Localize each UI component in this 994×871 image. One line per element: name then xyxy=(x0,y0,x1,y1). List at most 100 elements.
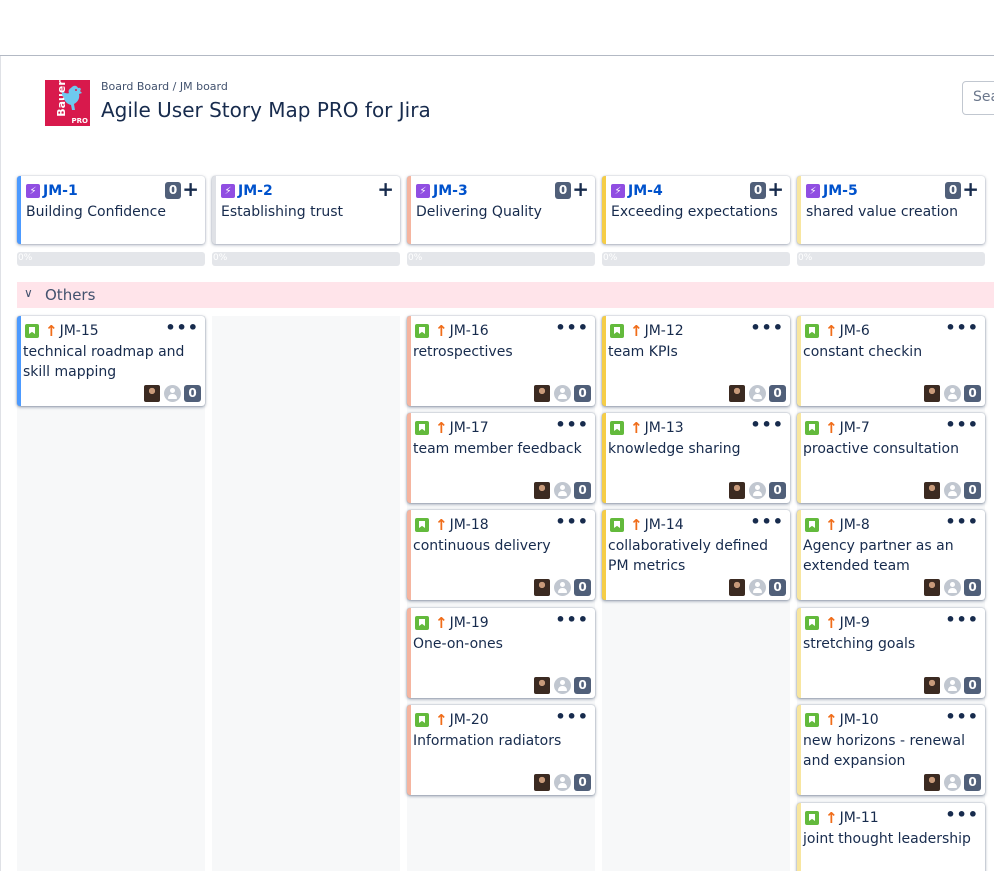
chevron-down-icon[interactable]: ∨ xyxy=(24,286,33,300)
more-options-button[interactable]: ••• xyxy=(165,318,199,337)
story-bookmark-icon xyxy=(415,324,429,338)
user-avatar[interactable] xyxy=(534,385,550,402)
story-key[interactable]: JM-13 xyxy=(644,420,684,436)
epic-card-jm-5[interactable]: ⚡JM-5 shared value creation 0 + xyxy=(797,176,985,244)
story-card-jm-8[interactable]: ↑JM-8 ••• Agency partner as an extended … xyxy=(797,510,985,600)
unassigned-user-icon[interactable] xyxy=(944,677,961,694)
user-avatar[interactable] xyxy=(924,385,940,402)
story-card-jm-12[interactable]: ↑JM-12 ••• team KPIs 0 xyxy=(602,316,790,406)
more-options-button[interactable]: ••• xyxy=(945,415,979,434)
more-options-button[interactable]: ••• xyxy=(555,707,589,726)
story-key[interactable]: JM-14 xyxy=(644,517,684,533)
story-key[interactable]: JM-18 xyxy=(449,517,489,533)
unassigned-user-icon[interactable] xyxy=(554,385,571,402)
story-summary: team member feedback xyxy=(413,441,582,457)
story-card-jm-6[interactable]: ↑JM-6 ••• constant checkin 0 xyxy=(797,316,985,406)
user-avatar[interactable] xyxy=(534,677,550,694)
more-options-button[interactable]: ••• xyxy=(555,610,589,629)
story-bookmark-icon xyxy=(805,811,819,825)
unassigned-user-icon[interactable] xyxy=(554,482,571,499)
add-story-button[interactable]: + xyxy=(962,177,979,201)
story-card-jm-18[interactable]: ↑JM-18 ••• continuous delivery 0 xyxy=(407,510,595,600)
story-key[interactable]: JM-11 xyxy=(839,810,879,826)
more-options-button[interactable]: ••• xyxy=(555,318,589,337)
story-key[interactable]: JM-7 xyxy=(839,420,870,436)
unassigned-user-icon[interactable] xyxy=(749,385,766,402)
unassigned-user-icon[interactable] xyxy=(164,385,181,402)
user-avatar[interactable] xyxy=(534,579,550,596)
unassigned-user-icon[interactable] xyxy=(554,579,571,596)
add-story-button[interactable]: + xyxy=(377,177,394,201)
user-avatar[interactable] xyxy=(729,385,745,402)
story-key[interactable]: JM-12 xyxy=(644,323,684,339)
user-avatar[interactable] xyxy=(924,774,940,791)
add-story-button[interactable]: + xyxy=(767,177,784,201)
breadcrumb[interactable]: Board Board / JM board xyxy=(101,80,228,93)
epic-key[interactable]: JM-5 xyxy=(823,183,858,199)
epic-card-jm-4[interactable]: ⚡JM-4 Exceeding expectations 0 + xyxy=(602,176,790,244)
epic-card-jm-3[interactable]: ⚡JM-3 Delivering Quality 0 + xyxy=(407,176,595,244)
story-card-jm-13[interactable]: ↑JM-13 ••• knowledge sharing 0 xyxy=(602,413,790,503)
more-options-button[interactable]: ••• xyxy=(750,415,784,434)
more-options-button[interactable]: ••• xyxy=(945,512,979,531)
epic-key[interactable]: JM-1 xyxy=(43,183,78,199)
more-options-button[interactable]: ••• xyxy=(750,318,784,337)
story-key[interactable]: JM-10 xyxy=(839,712,879,728)
more-options-button[interactable]: ••• xyxy=(555,415,589,434)
story-key[interactable]: JM-9 xyxy=(839,615,870,631)
swimlane-header-others[interactable]: ∨ Others xyxy=(17,282,994,308)
user-avatar[interactable] xyxy=(729,579,745,596)
more-options-button[interactable]: ••• xyxy=(750,512,784,531)
user-avatar[interactable] xyxy=(534,774,550,791)
story-key[interactable]: JM-17 xyxy=(449,420,489,436)
story-card-jm-20[interactable]: ↑JM-20 ••• Information radiators 0 xyxy=(407,705,595,795)
user-avatar[interactable] xyxy=(924,482,940,499)
more-options-button[interactable]: ••• xyxy=(555,512,589,531)
story-count-badge: 0 xyxy=(184,385,201,402)
story-key[interactable]: JM-6 xyxy=(839,323,870,339)
story-card-jm-15[interactable]: ↑JM-15 ••• technical roadmap and skill m… xyxy=(17,316,205,406)
story-key[interactable]: JM-15 xyxy=(59,323,99,339)
unassigned-user-icon[interactable] xyxy=(554,677,571,694)
epic-progress-bar: 0% xyxy=(602,252,790,266)
unassigned-user-icon[interactable] xyxy=(944,774,961,791)
user-avatar[interactable] xyxy=(144,385,160,402)
epic-summary: shared value creation xyxy=(806,204,958,220)
more-options-button[interactable]: ••• xyxy=(945,610,979,629)
unassigned-user-icon[interactable] xyxy=(749,579,766,596)
story-key[interactable]: JM-19 xyxy=(449,615,489,631)
epic-key[interactable]: JM-2 xyxy=(238,183,273,199)
unassigned-user-icon[interactable] xyxy=(944,385,961,402)
story-card-jm-9[interactable]: ↑JM-9 ••• stretching goals 0 xyxy=(797,608,985,698)
story-card-jm-16[interactable]: ↑JM-16 ••• retrospectives 0 xyxy=(407,316,595,406)
story-key[interactable]: JM-8 xyxy=(839,517,870,533)
more-options-button[interactable]: ••• xyxy=(945,707,979,726)
story-card-jm-14[interactable]: ↑JM-14 ••• collaboratively defined PM me… xyxy=(602,510,790,600)
epic-key[interactable]: JM-3 xyxy=(433,183,468,199)
story-card-jm-19[interactable]: ↑JM-19 ••• One-on-ones 0 xyxy=(407,608,595,698)
lane-background xyxy=(212,316,400,871)
add-story-button[interactable]: + xyxy=(572,177,589,201)
unassigned-user-icon[interactable] xyxy=(554,774,571,791)
story-card-jm-17[interactable]: ↑JM-17 ••• team member feedback 0 xyxy=(407,413,595,503)
story-key[interactable]: JM-20 xyxy=(449,712,489,728)
unassigned-user-icon[interactable] xyxy=(749,482,766,499)
story-card-jm-11[interactable]: ↑JM-11 ••• joint thought leadership 0 xyxy=(797,803,985,871)
add-story-button[interactable]: + xyxy=(182,177,199,201)
unassigned-user-icon[interactable] xyxy=(944,579,961,596)
user-avatar[interactable] xyxy=(729,482,745,499)
more-options-button[interactable]: ••• xyxy=(945,318,979,337)
story-card-jm-7[interactable]: ↑JM-7 ••• proactive consultation 0 xyxy=(797,413,985,503)
search-input[interactable]: Search xyxy=(962,81,994,115)
user-avatar[interactable] xyxy=(534,482,550,499)
unassigned-user-icon[interactable] xyxy=(944,482,961,499)
story-card-jm-10[interactable]: ↑JM-10 ••• new horizons - renewal and ex… xyxy=(797,705,985,795)
story-key[interactable]: JM-16 xyxy=(449,323,489,339)
epic-card-jm-2[interactable]: ⚡JM-2 Establishing trust + xyxy=(212,176,400,244)
user-avatar[interactable] xyxy=(924,579,940,596)
epic-card-jm-1[interactable]: ⚡JM-1 Building Confidence 0 + xyxy=(17,176,205,244)
epic-lightning-icon: ⚡ xyxy=(611,184,625,198)
user-avatar[interactable] xyxy=(924,677,940,694)
epic-key[interactable]: JM-4 xyxy=(628,183,663,199)
more-options-button[interactable]: ••• xyxy=(945,805,979,824)
